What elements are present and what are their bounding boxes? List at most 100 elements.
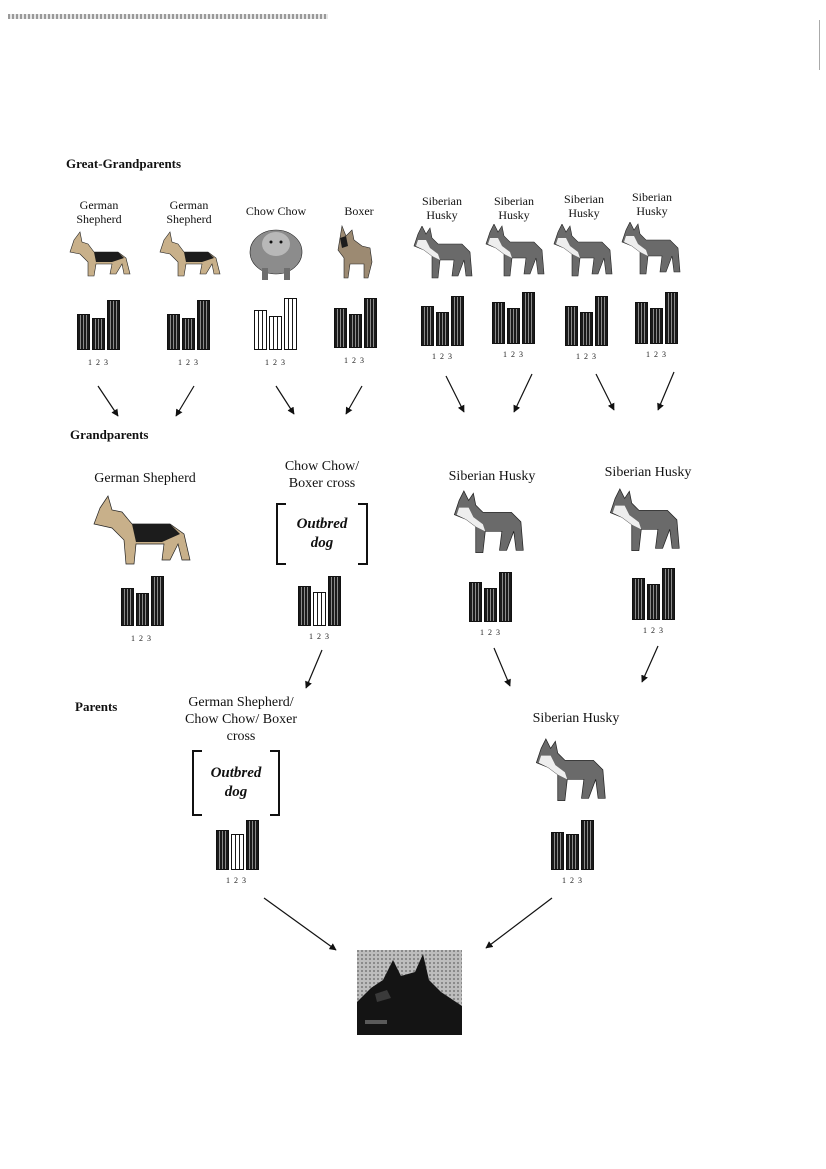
marker-bar-3 [451, 296, 464, 346]
pedigree-arrow [97, 385, 119, 417]
pedigree-arrow [493, 647, 511, 687]
pedigree-arrow [175, 385, 195, 417]
marker-bar-3 [499, 572, 512, 622]
german-shepherd-icon [159, 231, 221, 277]
marker-bar-1 [492, 302, 505, 344]
pedigree-arrow [445, 375, 465, 413]
marker-ticks: 1 2 3 [432, 352, 453, 361]
marker-ticks: 1 2 3 [309, 632, 330, 641]
marker-bar-1 [334, 308, 347, 348]
breed-label: German Shepherd [76, 198, 122, 226]
marker-bar-2 [349, 314, 362, 348]
outbred-dog-text: Outbred dog [296, 516, 348, 551]
marker-bar-chart [334, 298, 377, 348]
german-shepherd-icon [93, 495, 191, 565]
section-heading-parents: Parents [75, 699, 118, 714]
breed-label: Siberian Husky [448, 469, 536, 484]
marker-bar-3 [246, 820, 259, 870]
marker-bar-chart [254, 298, 297, 350]
outbred-dog-text: Outbred dog [210, 765, 262, 800]
marker-bar-2 [484, 588, 497, 622]
marker-bar-1 [551, 832, 564, 870]
marker-bar-chart [565, 296, 608, 346]
siberian-husky-icon [413, 226, 473, 279]
marker-ticks: 1 2 3 [562, 876, 583, 885]
boxer-icon [337, 224, 373, 279]
siberian-husky-icon [609, 488, 680, 552]
marker-bar-1 [635, 302, 648, 344]
section-heading-great-grandparents: Great-Grandparents [66, 156, 182, 171]
scan-header-line [8, 14, 328, 19]
marker-bar-3 [595, 296, 608, 346]
marker-bar-3 [665, 292, 678, 344]
pedigree-arrow [641, 645, 659, 683]
marker-bar-2 [650, 308, 663, 344]
offspring-dog-photo [357, 950, 462, 1035]
pedigree-arrow [595, 373, 615, 411]
marker-ticks: 1 2 3 [643, 626, 664, 635]
breed-label: German Shepherd/ Chow Chow/ Boxer cross [185, 695, 297, 744]
chow-chow-icon [249, 229, 303, 280]
marker-bar-2 [92, 318, 105, 350]
marker-bar-3 [197, 300, 210, 350]
marker-ticks: 1 2 3 [503, 350, 524, 359]
marker-bar-1 [121, 588, 134, 626]
breed-label: Chow Chow/ Boxer cross [284, 459, 360, 491]
marker-ticks: 1 2 3 [576, 352, 597, 361]
marker-bar-chart [632, 568, 675, 620]
marker-bar-3 [328, 576, 341, 626]
pedigree-arrow [345, 385, 363, 415]
marker-bar-3 [364, 298, 377, 348]
marker-bar-1 [167, 314, 180, 350]
breed-label: Chow Chow [245, 204, 307, 218]
marker-ticks: 1 2 3 [226, 876, 247, 885]
siberian-husky-icon [485, 224, 545, 277]
marker-bar-2 [182, 318, 195, 350]
marker-bar-1 [216, 830, 229, 870]
outbred-dog-box: Outbred dog [276, 503, 368, 565]
breed-label: German Shepherd [94, 471, 196, 486]
marker-ticks: 1 2 3 [178, 358, 199, 367]
scan-edge-mark [819, 20, 820, 70]
pedigree-arrow [485, 897, 553, 949]
marker-bar-2 [647, 584, 660, 620]
outbred-dog-box: Outbred dog [192, 750, 280, 816]
pedigree-arrow [275, 385, 295, 415]
marker-bar-3 [107, 300, 120, 350]
siberian-husky-icon [621, 222, 681, 275]
marker-bar-1 [298, 586, 311, 626]
marker-bar-1 [77, 314, 90, 350]
breed-label: Boxer [344, 204, 374, 218]
marker-bar-3 [662, 568, 675, 620]
marker-bar-2 [507, 308, 520, 344]
marker-bar-chart [421, 296, 464, 346]
marker-bar-chart [121, 576, 164, 626]
pedigree-arrow [513, 373, 533, 413]
marker-bar-2 [580, 312, 593, 346]
pedigree-arrow [263, 897, 337, 951]
breed-label: German Shepherd [166, 198, 212, 226]
breed-label: Siberian Husky [604, 465, 692, 480]
marker-bar-1 [421, 306, 434, 346]
siberian-husky-icon [553, 224, 613, 277]
marker-ticks: 1 2 3 [88, 358, 109, 367]
marker-bar-1 [469, 582, 482, 622]
marker-ticks: 1 2 3 [344, 356, 365, 365]
marker-bar-chart [167, 300, 210, 350]
marker-bar-chart [551, 820, 594, 870]
marker-ticks: 1 2 3 [131, 634, 152, 643]
marker-bar-2 [436, 312, 449, 346]
marker-bar-3 [581, 820, 594, 870]
marker-ticks: 1 2 3 [646, 350, 667, 359]
marker-bar-1 [254, 310, 267, 350]
marker-bar-1 [632, 578, 645, 620]
marker-bar-1 [565, 306, 578, 346]
breed-label: Siberian Husky [632, 190, 672, 218]
breed-label: Siberian Husky [532, 711, 620, 726]
marker-ticks: 1 2 3 [480, 628, 501, 637]
marker-bar-chart [492, 292, 535, 344]
marker-bar-3 [151, 576, 164, 626]
marker-bar-2 [269, 316, 282, 350]
marker-bar-chart [635, 292, 678, 344]
